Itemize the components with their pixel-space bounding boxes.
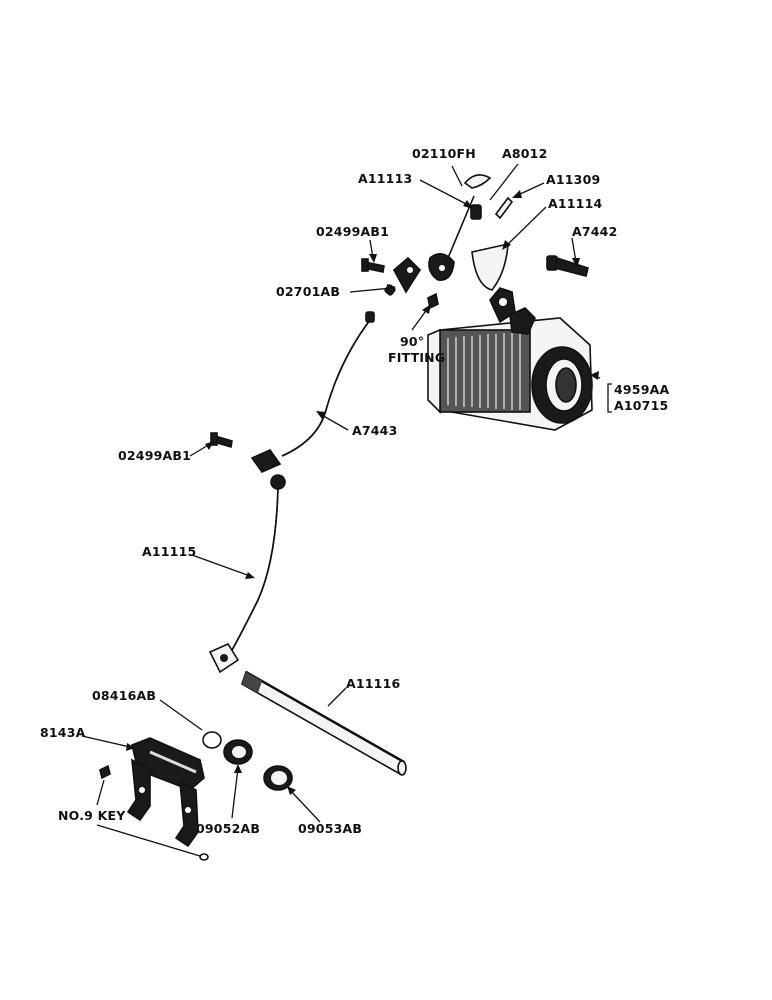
label-4959aa: 4959AA	[614, 382, 669, 397]
seal-part	[263, 765, 293, 791]
screw-top-part	[361, 258, 385, 273]
shaft-part	[241, 670, 407, 776]
o-ring-part	[202, 731, 222, 749]
label-a11115: A11115	[142, 544, 196, 559]
label-a8012: A8012	[502, 146, 547, 161]
label-02701ab: 02701AB	[276, 284, 340, 299]
shift-fork-part	[126, 737, 205, 848]
label-a11309: A11309	[546, 172, 600, 187]
label-a11113: A11113	[358, 171, 412, 186]
label-8143a: 8143A	[40, 725, 86, 740]
washer-part	[223, 739, 253, 765]
part-labels: 02110FH A8012 A11113 A11309 A11114 A7442…	[40, 146, 669, 836]
label-02499ab1-top: 02499AB1	[316, 224, 389, 239]
rod-lower-part	[208, 474, 286, 674]
plate-part	[471, 242, 509, 291]
rod-upper-part	[250, 311, 375, 473]
lever-part	[428, 174, 492, 281]
label-no9-key: NO.9 KEY	[58, 808, 126, 823]
label-a7443: A7443	[352, 423, 397, 438]
label-a11116: A11116	[346, 676, 400, 691]
leader-lines	[81, 163, 612, 857]
label-02499ab1-mid: 02499AB1	[118, 448, 191, 463]
pin-part	[494, 196, 514, 220]
label-08416ab: 08416AB	[92, 688, 156, 703]
label-09052ab: 09052AB	[196, 821, 260, 836]
label-a10715: A10715	[614, 398, 668, 413]
label-a7442: A7442	[572, 224, 617, 239]
key-part-lower	[199, 853, 209, 861]
label-fitting: FITTING	[388, 350, 445, 365]
key-part	[99, 764, 111, 780]
label-09053ab: 09053AB	[298, 821, 362, 836]
screw-mid-part	[210, 432, 233, 449]
label-a11114: A11114	[548, 196, 602, 211]
label-90-degree: 90°	[400, 334, 424, 349]
label-02110fh: 02110FH	[412, 146, 476, 161]
housing-part	[427, 287, 593, 431]
bolt-part	[546, 255, 589, 277]
